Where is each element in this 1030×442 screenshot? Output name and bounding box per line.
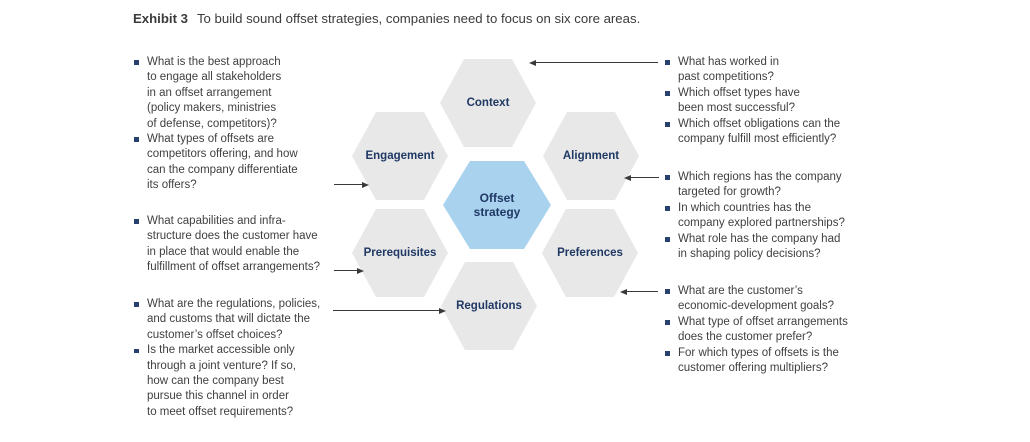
question-item: What types of offsets are competitors of… (133, 132, 348, 194)
question-item: What capabilities and infra- structure d… (133, 214, 348, 276)
arrow-to-alignment (631, 177, 659, 179)
question-item: For which types of offsets is the custom… (664, 346, 879, 377)
questions-prerequisites: What capabilities and infra- structure d… (133, 214, 348, 276)
question-item: In which countries has the company explo… (664, 201, 879, 232)
hexagon-preferences: Preferences (542, 209, 638, 297)
questions-context: What has worked in past competitions? Wh… (664, 55, 879, 147)
arrow-to-regulations (333, 310, 439, 312)
questions-regulations: What are the regulations, policies, and … (133, 297, 348, 420)
arrow-to-context (536, 62, 658, 64)
hexagon-offset-strategy-label: Offset strategy (473, 190, 521, 220)
arrow-to-prerequisites (334, 270, 357, 272)
question-item: What has worked in past competitions? (664, 55, 879, 86)
question-item: Which regions has the company targeted f… (664, 170, 879, 201)
hexagon-context: Context (440, 59, 536, 147)
questions-engagement: What is the best approach to engage all … (133, 55, 348, 194)
hexagon-offset-strategy: Offset strategy (443, 161, 551, 249)
exhibit-number: Exhibit 3 (133, 11, 188, 26)
hexagon-prerequisites: Prerequisites (352, 209, 448, 297)
question-item: What type of offset arrangements does th… (664, 315, 879, 346)
hexagon-preferences-label: Preferences (557, 247, 623, 259)
hexagon-alignment: Alignment (543, 112, 639, 200)
hexagon-alignment-label: Alignment (562, 150, 620, 162)
questions-alignment: Which regions has the company targeted f… (664, 170, 879, 262)
exhibit-caption: To build sound offset strategies, compan… (196, 11, 641, 26)
question-item: Which offset types have been most succes… (664, 86, 879, 117)
question-item: Which offset obligations can the company… (664, 117, 879, 148)
hexagon-prerequisites-label: Prerequisites (363, 247, 437, 259)
hexagon-regulations: Regulations (441, 262, 537, 350)
question-item: Is the market accessible only through a … (133, 343, 348, 420)
hexagon-context-label: Context (466, 97, 510, 109)
question-item: What are the regulations, policies, and … (133, 297, 348, 343)
question-item: What role has the company had in shaping… (664, 232, 879, 263)
question-item: What is the best approach to engage all … (133, 55, 348, 132)
exhibit-title: Exhibit 3 To build sound offset strategie… (133, 11, 640, 26)
arrow-to-engagement (334, 184, 362, 186)
questions-preferences: What are the customer’s economic-develop… (664, 284, 879, 376)
question-item: What are the customer’s economic-develop… (664, 284, 879, 315)
hexagon-engagement-label: Engagement (365, 150, 435, 162)
arrow-to-preferences (627, 291, 658, 293)
hexagon-regulations-label: Regulations (456, 300, 522, 312)
